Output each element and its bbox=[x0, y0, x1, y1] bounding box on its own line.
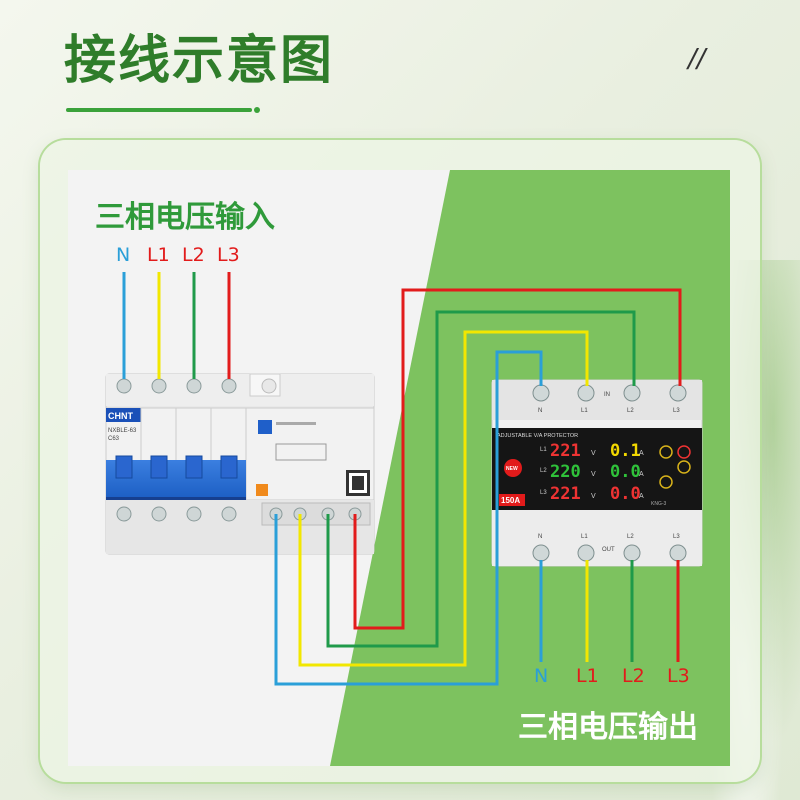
set-button bbox=[659, 445, 673, 459]
svg-text:L1: L1 bbox=[540, 447, 547, 453]
input-label-l3: L3 bbox=[217, 244, 240, 266]
test-button bbox=[256, 484, 268, 496]
svg-text:L3: L3 bbox=[540, 490, 547, 496]
breaker-terminal-l1 bbox=[151, 378, 167, 394]
svg-text:L2: L2 bbox=[540, 468, 547, 474]
input-label-l1: L1 bbox=[147, 244, 170, 266]
reading-row-l1: L1 221 V 0.1 A bbox=[540, 441, 644, 461]
wire-link-n bbox=[274, 350, 543, 686]
output-title: 三相电压输出 bbox=[518, 710, 698, 745]
protector-bottom-terminals bbox=[532, 544, 687, 562]
input-title: 三相电压输入 bbox=[95, 200, 275, 235]
mode-button bbox=[677, 460, 691, 474]
svg-text:0.0: 0.0 bbox=[610, 462, 641, 482]
voltage-protector: IN N L1 L2 L3 ADJUSTABLE V/A PROTECTOR N… bbox=[491, 379, 703, 567]
protector-top-label-l1: L1 bbox=[581, 408, 588, 414]
protector-display bbox=[492, 428, 702, 510]
protector-in-label: IN bbox=[604, 392, 610, 398]
svg-text:A: A bbox=[639, 450, 644, 457]
svg-text:V: V bbox=[591, 471, 596, 478]
svg-text:0.1: 0.1 bbox=[610, 441, 641, 461]
wire-link-l1 bbox=[298, 330, 589, 667]
svg-text:A: A bbox=[639, 471, 644, 478]
output-label-l2: L2 bbox=[622, 665, 645, 687]
protector-out-label: OUT bbox=[602, 547, 615, 553]
circuit-breaker: CHNT NXBLE-63 C63 bbox=[105, 373, 375, 555]
output-label-l3: L3 bbox=[667, 665, 690, 687]
output-label-n: N bbox=[534, 665, 549, 687]
svg-text:A: A bbox=[639, 493, 644, 500]
protector-top-label-n: N bbox=[538, 408, 542, 414]
protector-model: KNG-3 bbox=[651, 501, 667, 507]
svg-text:V: V bbox=[591, 450, 596, 457]
protector-header: ADJUSTABLE V/A PROTECTOR bbox=[497, 433, 578, 439]
down-button bbox=[659, 475, 673, 489]
svg-text:L2: L2 bbox=[627, 534, 634, 540]
svg-text:221: 221 bbox=[550, 441, 581, 461]
page-title: 接线示意图 bbox=[64, 31, 335, 91]
breaker-brand-plate bbox=[106, 408, 141, 422]
breaker-model: NXBLE-63 bbox=[108, 428, 137, 434]
svg-text:L3: L3 bbox=[673, 534, 680, 540]
svg-text:220: 220 bbox=[550, 462, 581, 482]
wire-link-l3 bbox=[353, 288, 682, 630]
protector-top-label-l2: L2 bbox=[627, 408, 634, 414]
breaker-handles bbox=[106, 455, 246, 501]
slash-decoration: // bbox=[688, 44, 706, 74]
svg-text:221: 221 bbox=[550, 484, 581, 504]
breaker-terminal-l2 bbox=[186, 378, 202, 394]
breaker-brand: CHNT bbox=[108, 411, 133, 421]
protector-top-label-l3: L3 bbox=[673, 408, 680, 414]
wire-link-l2 bbox=[326, 310, 636, 648]
svg-text:N: N bbox=[538, 534, 542, 540]
new-badge bbox=[504, 459, 522, 477]
svg-text:V: V bbox=[591, 493, 596, 500]
title-underline-dot bbox=[254, 107, 260, 113]
reading-row-l3: L3 221 V 0.0 A bbox=[540, 484, 644, 504]
rating-badge bbox=[499, 494, 525, 506]
wires bbox=[122, 272, 682, 686]
input-label-l2: L2 bbox=[182, 244, 205, 266]
power-button bbox=[677, 445, 691, 459]
input-label-n: N bbox=[116, 244, 131, 266]
breaker-rating: C63 bbox=[108, 436, 120, 442]
reading-row-l2: L2 220 V 0.0 A bbox=[540, 462, 644, 482]
svg-text:150A: 150A bbox=[501, 496, 520, 505]
breaker-terminal-l3 bbox=[221, 378, 237, 394]
title-underline bbox=[66, 108, 252, 112]
svg-text:NEW: NEW bbox=[506, 466, 518, 472]
output-label-l1: L1 bbox=[576, 665, 599, 687]
svg-text:0.0: 0.0 bbox=[610, 484, 641, 504]
svg-text:L1: L1 bbox=[581, 534, 588, 540]
breaker-terminal-n bbox=[116, 378, 132, 394]
breaker-output-terminals bbox=[261, 502, 371, 526]
